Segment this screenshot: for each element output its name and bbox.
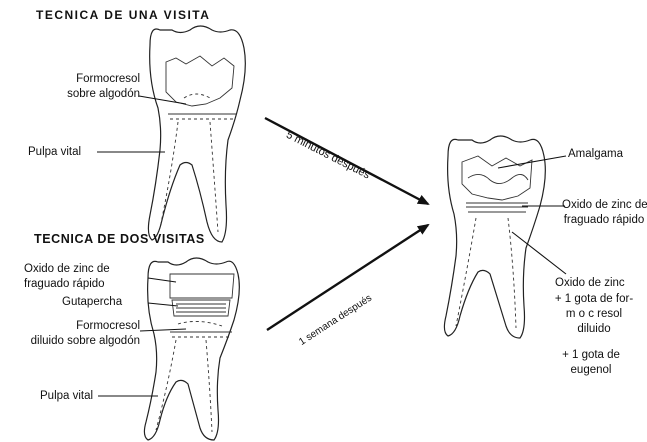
label-oxido-de-zinc-2: Oxido de zinc de fraguado rápido: [24, 262, 110, 292]
label-pulpa-vital-1: Pulpa vital: [28, 145, 81, 160]
label-oxido-de-zinc-3: Oxido de zinc de fraguado rápido: [562, 198, 646, 228]
label-oxido-zinc: Oxido de zinc: [555, 276, 625, 291]
label-gota2-line2: eugenol: [571, 364, 612, 376]
label-pulpa-vital-2: Pulpa vital: [40, 389, 93, 404]
label-oxido-line2: fraguado rápido: [24, 278, 105, 290]
tooth-two-visits: [98, 258, 239, 440]
label-oxido3-line1: Oxido de zinc de: [562, 199, 647, 211]
tooth2-cement-layer: [170, 274, 234, 298]
tooth3-amalgam-wave: [468, 174, 528, 183]
tooth2-canal-left: [156, 340, 176, 430]
label-formocresol-1: Formocresol sobre algodón: [38, 72, 140, 102]
tooth2-leader-oxido: [148, 278, 176, 282]
tooth3-amalgam: [462, 156, 532, 200]
tooth1-outline: [148, 26, 245, 242]
label-gota1-line2: m o c resol: [566, 308, 622, 320]
label-oxido-line1: Oxido de zinc de: [24, 263, 110, 275]
tooth-one-visit: [97, 26, 245, 242]
label-oxido3-line2: fraguado rápido: [564, 214, 645, 226]
tooth-result: [444, 136, 566, 338]
label-formocresol-line2: sobre algodón: [67, 88, 140, 100]
heading-two-visits: TECNICA DE DOS VISITAS: [34, 232, 205, 246]
heading-one-visit: TECNICA DE UNA VISITA: [36, 8, 210, 22]
label-amalgama: Amalgama: [568, 147, 623, 162]
tooth2-canal-right: [206, 340, 212, 432]
label-gutapercha: Gutapercha: [62, 295, 122, 310]
tooth1-leader-formocresol: [139, 96, 186, 104]
tooth1-cavity-outline: [166, 56, 234, 106]
label-formocresol-line1: Formocresol: [76, 73, 140, 85]
tooth3-canal-left: [456, 218, 476, 326]
label-gota1-line1: + 1 gota de for-: [555, 293, 633, 305]
label-formocresol-2: Formocresol diluido sobre algodón: [2, 319, 140, 349]
tooth2-leader-gutapercha: [148, 303, 178, 306]
tooth3-leader-oxido-zinc: [512, 232, 566, 274]
label-gota1-line3: diluido: [577, 323, 610, 335]
tooth1-canal-right: [210, 122, 218, 232]
label-formocresol2-line1: Formocresol: [76, 320, 140, 332]
tooth1-cotton: [184, 94, 210, 98]
tooth2-cotton: [178, 321, 222, 326]
label-formocresol2-line2: diluido sobre algodón: [31, 335, 140, 347]
tooth2-leader-formocresol: [140, 329, 186, 331]
label-gota-formocresol: + 1 gota de for- m o c resol diluido: [554, 292, 634, 337]
label-gota-eugenol: + 1 gota de eugenol: [556, 348, 626, 378]
label-gota2-line1: + 1 gota de: [562, 349, 620, 361]
tooth2-outline: [144, 258, 239, 440]
